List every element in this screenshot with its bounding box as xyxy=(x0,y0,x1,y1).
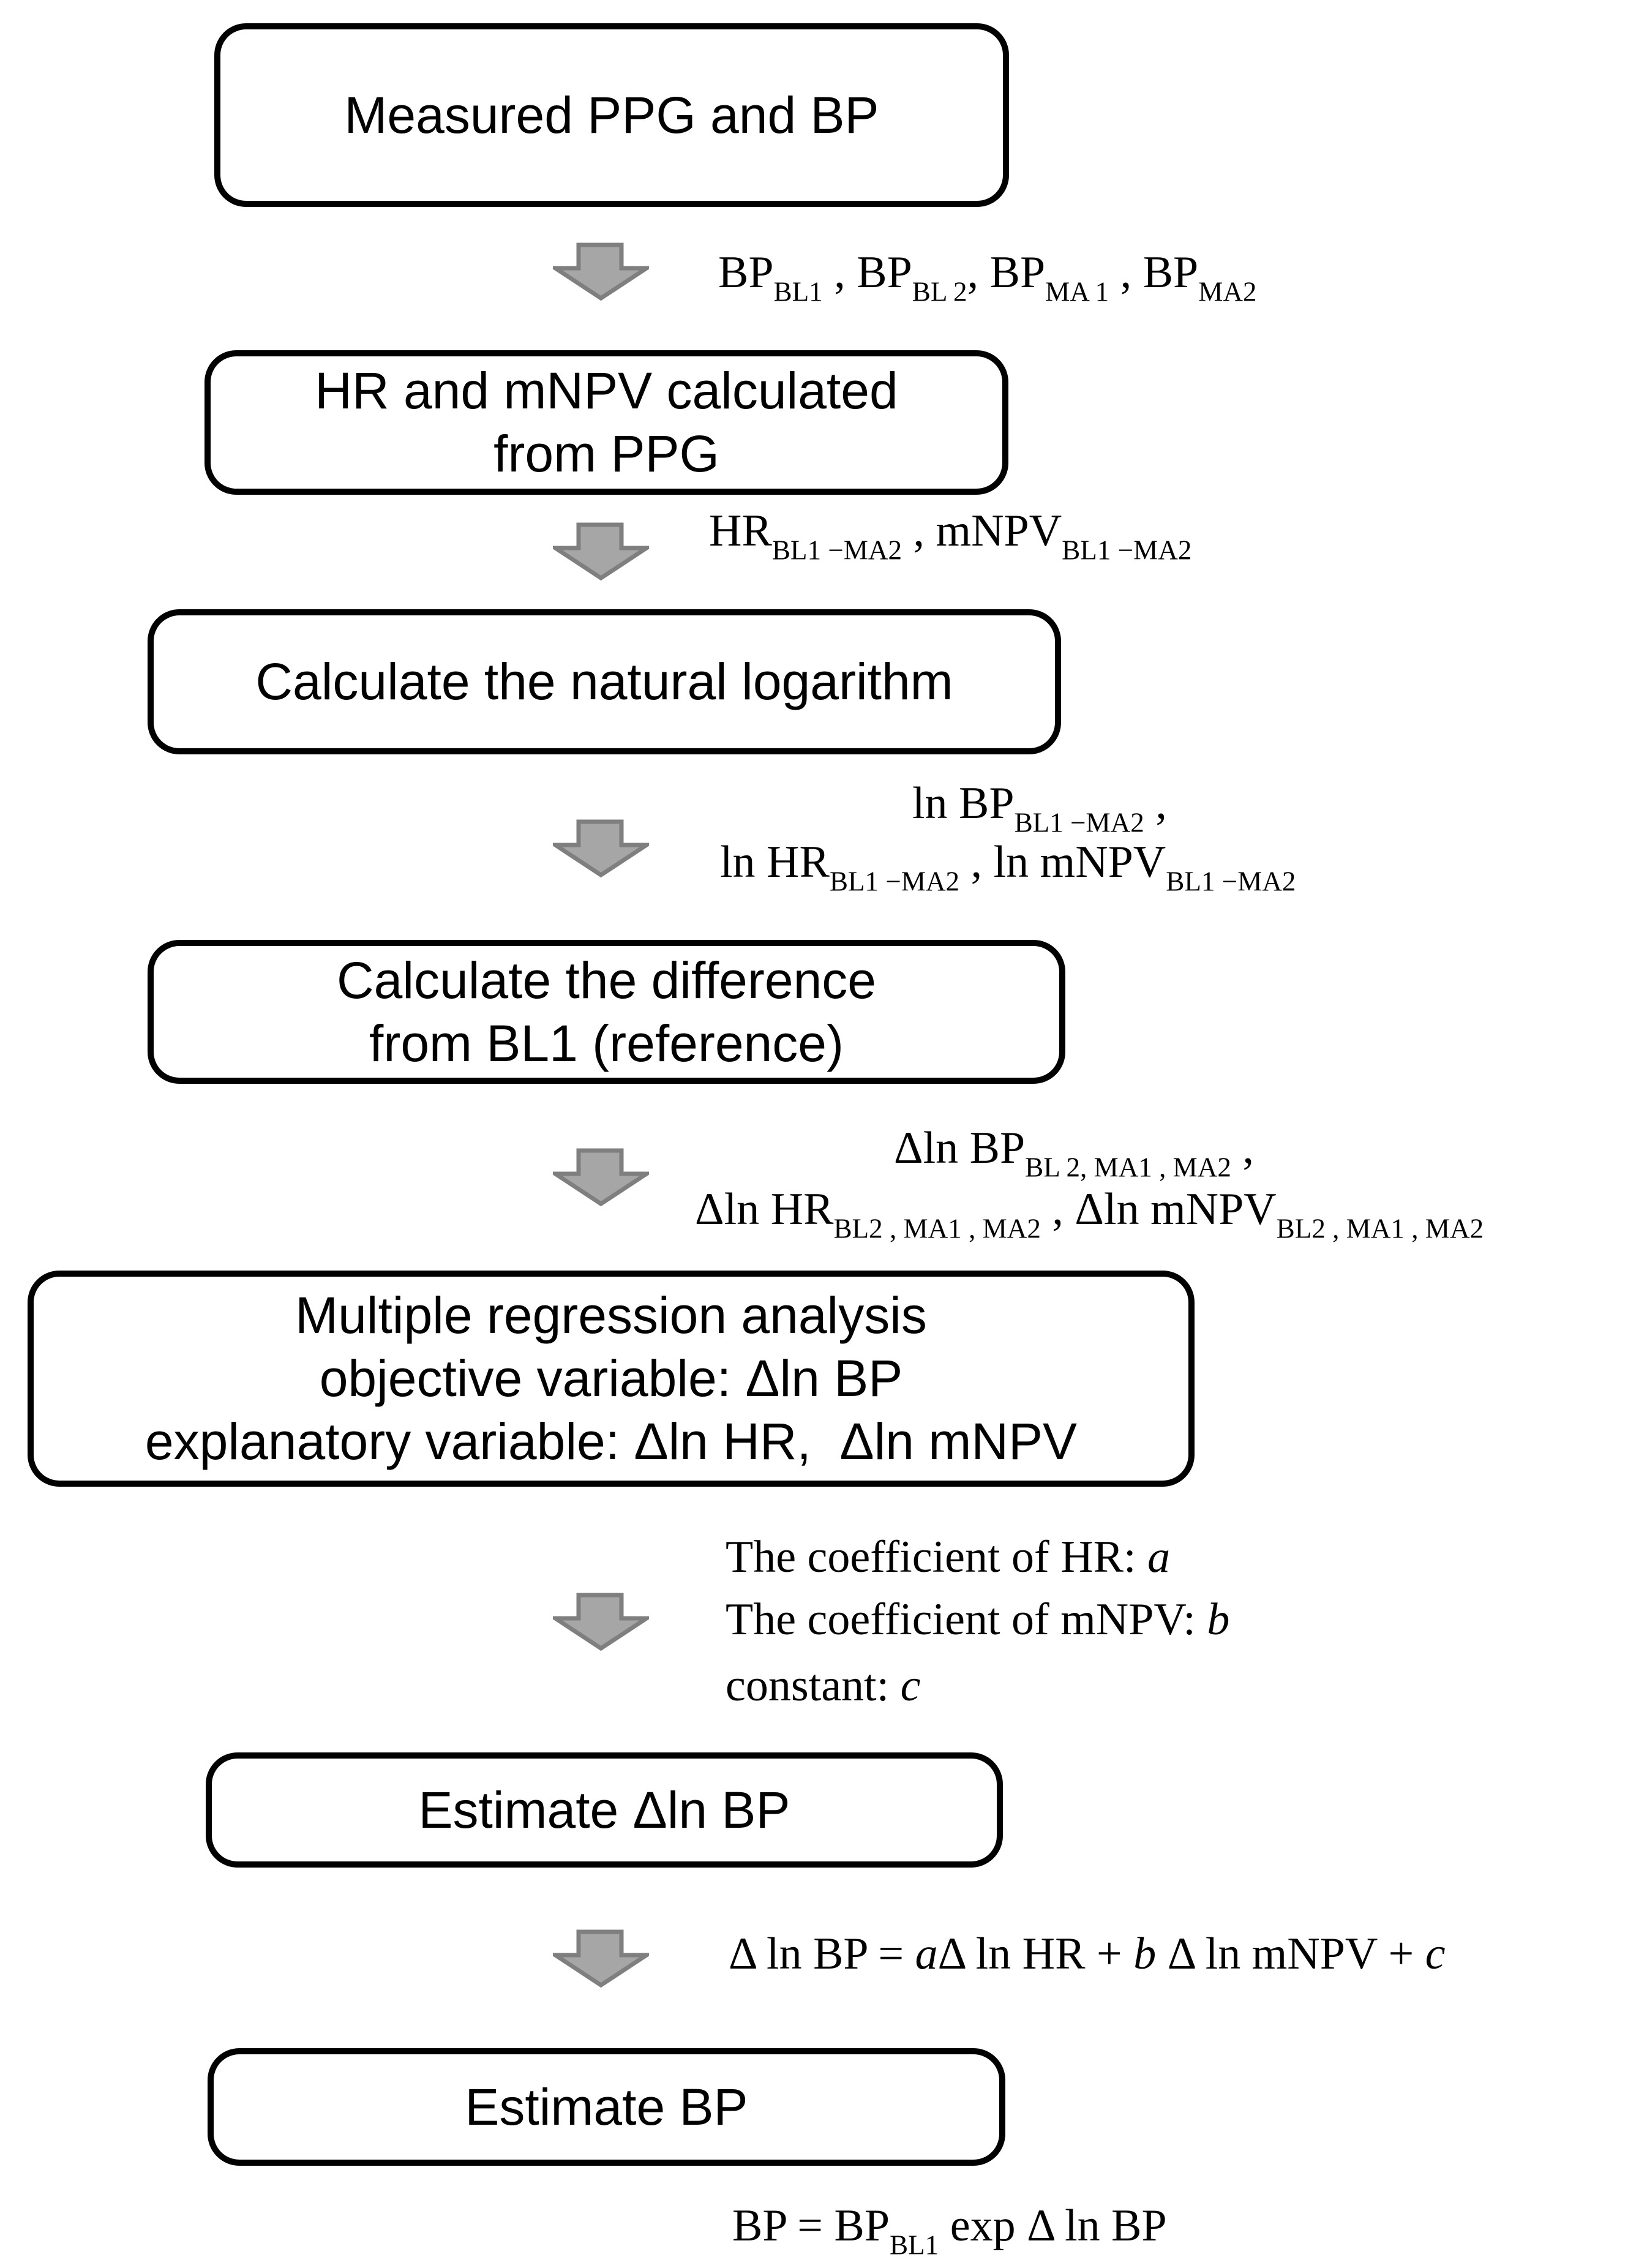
down-arrow-icon xyxy=(553,1148,649,1206)
flow-box-difference-from-bl1: Calculate the difference from BL1 (refer… xyxy=(148,940,1065,1084)
down-arrow-icon xyxy=(553,819,649,877)
down-arrow-icon xyxy=(553,1929,649,1988)
flow-box-estimate-bp: Estimate BP xyxy=(208,2048,1005,2166)
math-label-bp-series: BPBL1 , BPBL 2, BPMA 1 , BPMA2 xyxy=(718,247,1257,307)
math-label-bp-formula: BP = BPBL1 exp Δ ln BP xyxy=(732,2201,1167,2261)
flow-box-natural-logarithm: Calculate the natural logarithm xyxy=(148,609,1061,754)
math-label-constant: constant: c xyxy=(726,1661,921,1711)
math-label-hr-mnpv-series: HRBL1 −MA2 , mNPVBL1 −MA2 xyxy=(709,506,1192,566)
flow-box-label: explanatory variable: Δln HR, Δln mNPV xyxy=(144,1413,1078,1470)
flow-box-label: from PPG xyxy=(493,425,719,483)
math-label-regression-formula: Δ ln BP = aΔ ln HR + b Δ ln mNPV + c xyxy=(729,1929,1446,1979)
down-arrow-icon xyxy=(553,242,649,301)
flow-box-hr-mnpv-from-ppg: HR and mNPV calculated from PPG xyxy=(204,350,1008,495)
flow-box-label: Calculate the natural logarithm xyxy=(255,653,953,710)
flow-box-label: HR and mNPV calculated xyxy=(315,362,898,419)
math-label-delta-ln-bp: Δln BPBL 2, MA1 , MA2 , xyxy=(894,1123,1254,1183)
math-label-delta-ln-hr-mnpv: Δln HRBL2 , MA1 , MA2 , Δln mNPVBL2 , MA… xyxy=(695,1184,1484,1244)
math-label-coefficient-hr: The coefficient of HR: a xyxy=(726,1532,1171,1582)
down-arrow-icon xyxy=(553,522,649,580)
flow-box-label: Measured PPG and BP xyxy=(344,86,879,144)
flow-box-label: objective variable: Δln BP xyxy=(319,1350,903,1407)
math-label-ln-hr-mnpv: ln HRBL1 −MA2 , ln mNPVBL1 −MA2 xyxy=(720,837,1296,897)
down-arrow-icon xyxy=(553,1593,649,1651)
flow-box-label: from BL1 (reference) xyxy=(369,1014,844,1072)
flow-box-label: Estimate Δln BP xyxy=(418,1781,790,1839)
flow-box-measured-ppg-bp: Measured PPG and BP xyxy=(214,23,1009,207)
flow-box-label: Estimate BP xyxy=(465,2078,748,2136)
flow-box-estimate-delta-ln-bp: Estimate Δln BP xyxy=(206,1752,1003,1868)
flow-box-multiple-regression: Multiple regression analysis objective v… xyxy=(28,1271,1195,1487)
math-label-coefficient-mnpv: The coefficient of mNPV: b xyxy=(726,1594,1230,1645)
flow-box-label: Calculate the difference xyxy=(336,951,876,1009)
flow-box-label: Multiple regression analysis xyxy=(295,1286,927,1344)
math-label-ln-bp: ln BPBL1 −MA2 , xyxy=(912,778,1167,838)
